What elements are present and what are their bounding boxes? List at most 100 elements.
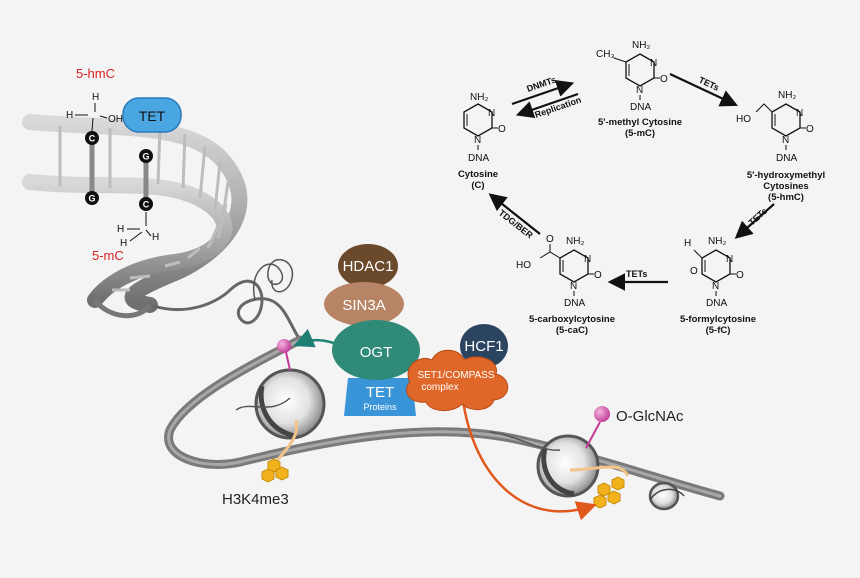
cac-n3: N	[584, 254, 591, 265]
cytosine-base-lower	[139, 197, 153, 211]
hydroxymethyl-group: 5-hmC H H OH	[66, 66, 123, 132]
cytosine-o: O	[498, 124, 506, 135]
nucleosome-right	[489, 431, 630, 498]
hmc-n3: N	[796, 108, 803, 119]
cytosine-dna: DNA	[468, 153, 489, 164]
hmc-abbr: (5-hmC)	[768, 192, 804, 203]
atom-oh: OH	[108, 114, 123, 125]
mc-ch3: CH₃	[596, 49, 615, 60]
oglcnac-marker-left	[277, 339, 291, 371]
label-5mc: 5-mC	[92, 248, 124, 263]
set1-to-h3k4me3-arrow	[460, 391, 597, 521]
hdac1-label: HDAC1	[343, 258, 394, 275]
fc-dna: DNA	[706, 298, 727, 309]
cac-dna: DNA	[564, 298, 585, 309]
fc-o-formyl: O	[690, 266, 698, 277]
base-c-lower-label: C	[143, 200, 150, 210]
dna-double-helix	[22, 114, 302, 341]
arrow-label-tets-3: TETs	[626, 269, 647, 279]
h3k4me3-label: H3K4me3	[222, 491, 289, 508]
set1-label-line1: SET1/COMPASS	[417, 370, 494, 381]
arrow-tdg-ber	[488, 193, 541, 235]
cac-name: 5-carboxylcytosine	[529, 314, 615, 325]
cac-o: O	[594, 270, 602, 281]
methyl-group: H H H 5-mC	[92, 212, 159, 263]
base-pair-marks: C G G C	[85, 131, 153, 211]
ogt-label: OGT	[360, 344, 393, 361]
sin3a-label: SIN3A	[342, 297, 385, 314]
arrow-replication	[515, 92, 579, 119]
ogt-bubble: OGT	[332, 320, 420, 380]
nucleosome-left	[235, 368, 326, 440]
cac-abbr: (5-caC)	[556, 325, 588, 336]
cac-ho: HO	[516, 260, 531, 271]
cytosine-abbr: (C)	[471, 180, 484, 191]
label-5hmc: 5-hmC	[76, 66, 115, 81]
cytosine-base-upper	[85, 131, 99, 145]
guanine-base-lower	[85, 191, 99, 205]
arrow-label-replication: Replication	[533, 95, 582, 120]
formylcytosine-structure: NH₂ H O N O N DNA 5-formylcytosine (5-fC…	[680, 236, 756, 336]
mc-n3: N	[650, 58, 657, 69]
hmc-name1: 5'-hydroxymethyl	[747, 170, 825, 181]
hmc-nh2: NH₂	[778, 90, 796, 101]
atom-h-mc2: H	[120, 238, 127, 249]
arrow-label-tets-2: TETs	[747, 206, 770, 228]
base-c-upper-label: C	[89, 134, 96, 144]
hmc-name2: Cytosines	[763, 181, 808, 192]
fc-abbr: (5-fC)	[706, 325, 731, 336]
mc-n1: N	[636, 85, 643, 96]
cytosine-name: Cytosine	[458, 169, 498, 180]
cac-o-top: O	[546, 234, 554, 245]
arrow-dnmts	[511, 79, 575, 106]
tet-enzyme-badge: TET	[122, 97, 182, 133]
arrow-tets-2	[734, 203, 775, 239]
hmc-dna: DNA	[776, 153, 797, 164]
fc-nh2: NH₂	[708, 236, 726, 247]
set1-compass-cloud: SET1/COMPASS complex	[406, 349, 509, 411]
oglcnac-label: O-GlcNAc	[616, 408, 684, 425]
atom-h-mc3: H	[152, 232, 159, 243]
tet-protein-label: TET	[366, 384, 394, 401]
mc-abbr: (5-mC)	[625, 128, 655, 139]
mc-dna: DNA	[630, 102, 651, 113]
mc-o: O	[660, 74, 668, 85]
fc-h: H	[684, 238, 691, 249]
hdac1-bubble: HDAC1	[338, 244, 398, 288]
sin3a-bubble: SIN3A	[324, 282, 404, 326]
cac-n1: N	[570, 281, 577, 292]
base-g-upper-label: G	[142, 152, 149, 162]
nucleosome-small	[648, 481, 685, 511]
carboxylcytosine-structure: NH₂ O HO N O N DNA 5-carboxylcytosine (5…	[516, 234, 615, 336]
hmc-n1: N	[782, 135, 789, 146]
set1-label-line2: complex	[421, 382, 458, 393]
h3k4me3-honeycomb-icon	[261, 458, 289, 483]
atom-h-mc1: H	[117, 224, 124, 235]
fc-name: 5-formylcytosine	[680, 314, 756, 325]
hmc-ho: HO	[736, 114, 751, 125]
hcf1-label: HCF1	[464, 338, 503, 355]
cytosine-n1: N	[474, 135, 481, 146]
atom-h-top: H	[92, 92, 99, 103]
cytosine-nh2: NH₂	[470, 92, 488, 103]
guanine-base-upper	[139, 149, 153, 163]
fc-n1: N	[712, 281, 719, 292]
hmc-o: O	[806, 124, 814, 135]
cac-nh2: NH₂	[566, 236, 584, 247]
methylcytosine-structure: CH₃ NH₂ N O N DNA 5'-methyl Cytosine (5-…	[596, 40, 682, 139]
honeycomb-icon-right	[593, 476, 625, 509]
mc-nh2: NH₂	[632, 40, 650, 51]
atom-h-left: H	[66, 110, 73, 121]
cytosine-n3: N	[488, 108, 495, 119]
cytosine-structure: NH₂ N O N DNA Cytosine (C)	[458, 92, 506, 191]
mc-name: 5'-methyl Cytosine	[598, 117, 682, 128]
histone-tail-left	[274, 419, 299, 463]
tet-proteins-block: TET Proteins	[344, 378, 416, 416]
hydroxymethylcytosine-structure: NH₂ HO N O N DNA 5'-hydroxymethyl Cytosi…	[736, 90, 825, 203]
fc-n3: N	[726, 254, 733, 265]
arrow-tets-1	[669, 73, 738, 107]
tet-protein-sublabel: Proteins	[363, 402, 397, 412]
fc-o: O	[736, 270, 744, 281]
tet-badge-label: TET	[139, 108, 166, 124]
